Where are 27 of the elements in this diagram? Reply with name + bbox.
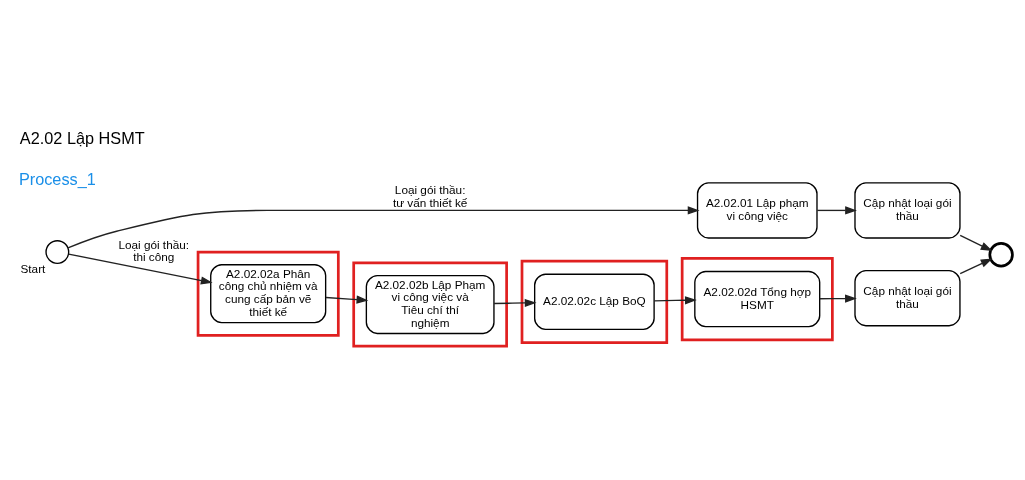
edge-label: Loại gói thầu: thi công — [118, 237, 190, 263]
cluster — [352, 261, 508, 347]
node-circle — [45, 239, 70, 264]
arrow — [493, 298, 537, 307]
node-box: A2.02.02b Lập Phạm vi công việc và Tiêu chí thí nghiệm — [365, 274, 495, 334]
arrow — [959, 257, 993, 274]
arrow — [325, 294, 369, 304]
arrow — [816, 205, 857, 215]
cluster — [520, 259, 669, 344]
arrow — [819, 293, 857, 303]
node-label: Start — [20, 261, 46, 275]
diagram-title: A2.02 Lập HSMT — [19, 128, 145, 147]
label: Process_1 — [18, 169, 96, 188]
node-circle — [988, 241, 1014, 267]
cluster — [680, 256, 834, 341]
arrow — [653, 295, 697, 304]
node-box: Cập nhật loại gói thầu — [854, 269, 961, 326]
node-box: A2.02.02d Tổng hợp HSMT — [694, 270, 821, 327]
arrow — [67, 252, 213, 285]
arrow — [67, 205, 700, 249]
node-box: A2.02.01 Lập phạm vi công việc — [696, 181, 818, 239]
node-box: A2.02.02a Phân công chủ nhiệm và cung cấp bản vẽ thiết kế — [210, 263, 327, 323]
arrow — [959, 234, 993, 251]
cluster — [196, 250, 340, 337]
node-box: Cập nhật loại gói thầu — [854, 181, 961, 239]
edge-label: Loại gói thầu: tư vấn thiết kế — [392, 182, 468, 209]
node-box: A2.02.02c Lập BoQ — [534, 273, 655, 330]
